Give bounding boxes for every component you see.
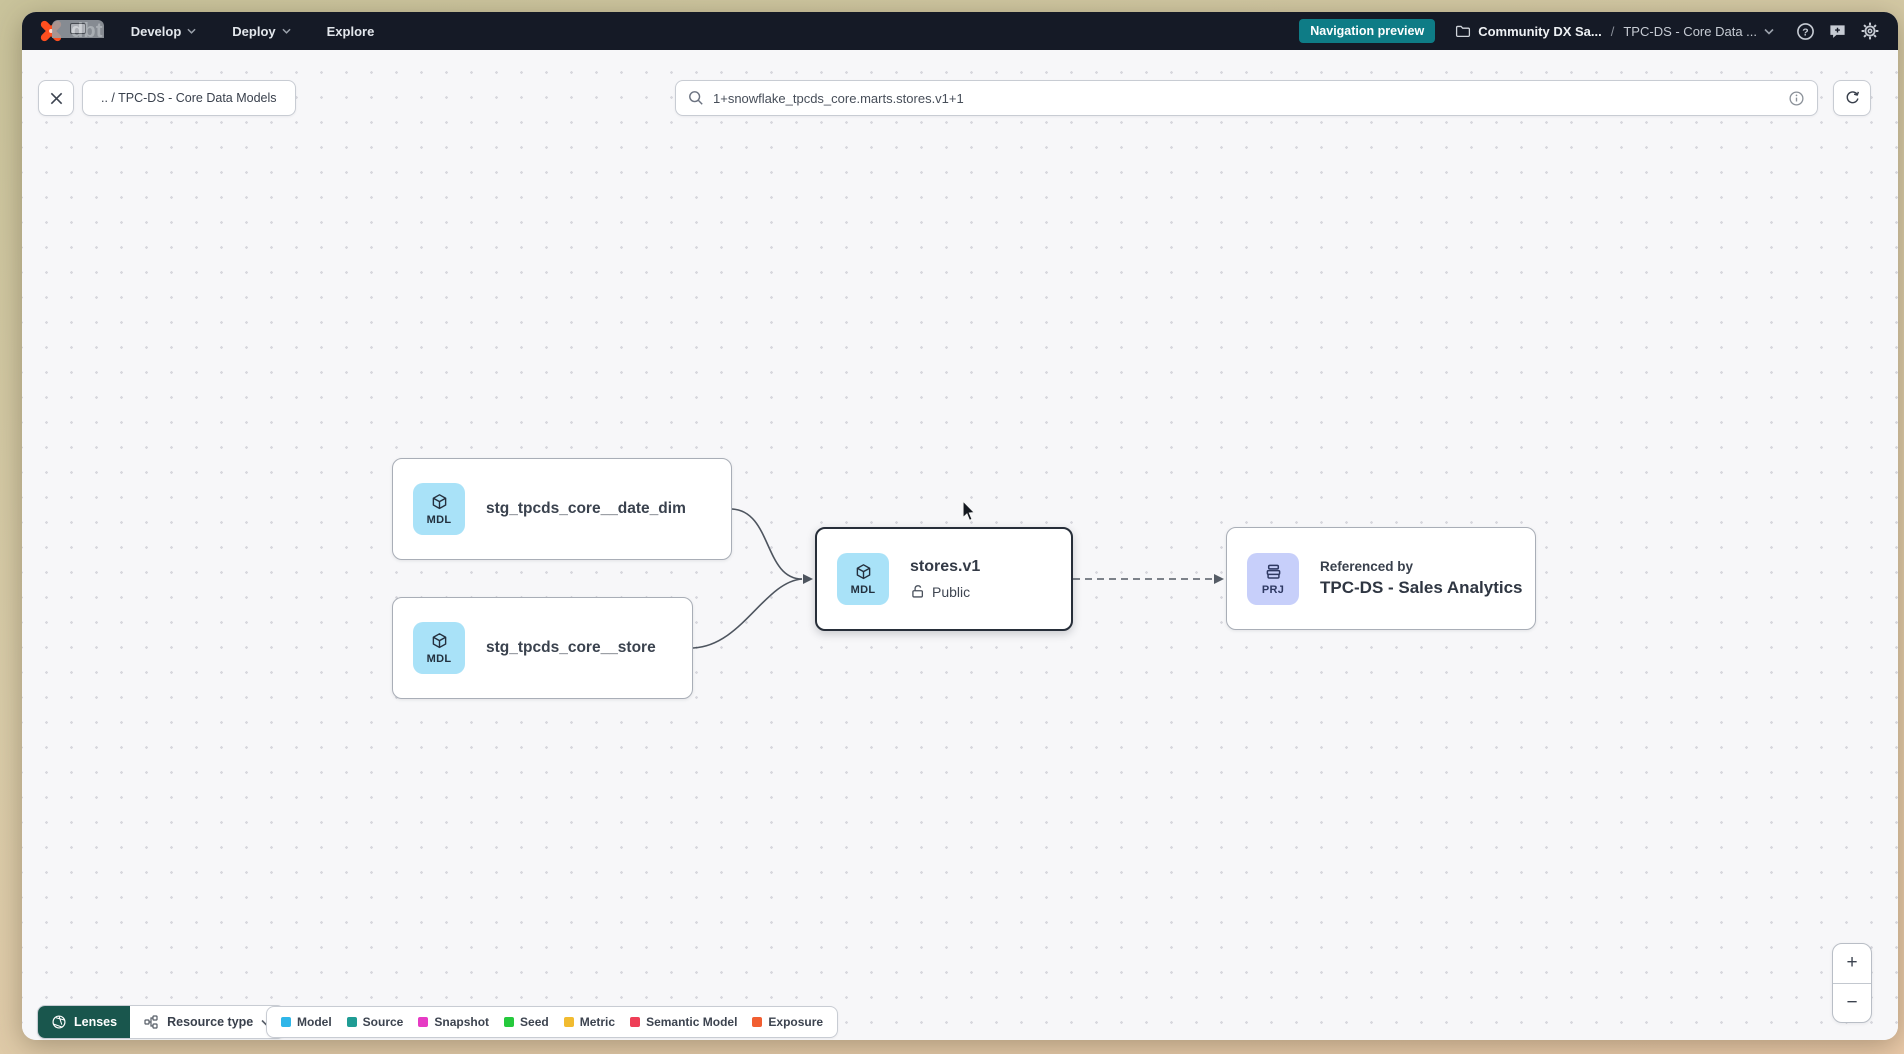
- resource-type-dropdown[interactable]: Resource type: [130, 1006, 285, 1038]
- legend-item-model: Model: [281, 1015, 332, 1029]
- access-row: Public: [910, 583, 980, 600]
- resource-type-legend: Model Source Snapshot Seed Metric Semant…: [266, 1006, 839, 1038]
- breadcrumb-account[interactable]: Community DX Sa...: [1478, 23, 1602, 39]
- node-label: stg_tpcds_core__store: [486, 639, 656, 656]
- refresh-lineage-button[interactable]: [1833, 80, 1871, 116]
- legend-label: Metric: [579, 1015, 616, 1029]
- node-label: stores.v1: [910, 558, 981, 575]
- lenses-button[interactable]: Lenses: [38, 1006, 131, 1038]
- selector-value: 1+snowflake_tpcds_core.marts.stores.v1+1: [713, 90, 964, 106]
- node-referenced-by-project[interactable]: PRJ Referenced by TPC-DS - Sales Analyti…: [1226, 527, 1536, 630]
- legend-item-snapshot: Snapshot: [418, 1015, 489, 1029]
- legend-label: Model: [297, 1015, 332, 1029]
- lineage-canvas[interactable]: .. / TPC-DS - Core Data Models 1+snowfla…: [22, 50, 1898, 1040]
- lineage-selector-input[interactable]: 1+snowflake_tpcds_core.marts.stores.v1+1: [675, 80, 1818, 116]
- nav-explore-label: Explore: [326, 23, 375, 39]
- legend-item-semantic-model: Semantic Model: [630, 1015, 737, 1029]
- topnav-right: Navigation preview Community DX Sa... / …: [1299, 19, 1880, 43]
- legend-item-metric: Metric: [563, 1015, 616, 1029]
- main-menu: Develop Deploy Explore: [131, 24, 375, 39]
- chevron-down-icon: [282, 28, 291, 34]
- breadcrumb[interactable]: Community DX Sa... / TPC-DS - Core Data …: [1455, 24, 1774, 39]
- browser-tab-artifact: [52, 20, 104, 38]
- open-lock-icon: [912, 585, 924, 598]
- zoom-divider: [1833, 982, 1871, 984]
- search-icon: [689, 91, 703, 105]
- zoom-controls: + −: [1832, 943, 1872, 1023]
- resource-type-icon: [144, 1015, 158, 1029]
- chevron-down-icon: [187, 28, 196, 34]
- lenses-aperture-icon: [52, 1015, 66, 1029]
- lineage-breadcrumb-label: .. / TPC-DS - Core Data Models: [101, 91, 277, 105]
- selector-info[interactable]: [1788, 90, 1805, 107]
- legend-label: Semantic Model: [646, 1015, 738, 1029]
- legend-item-source: Source: [346, 1015, 404, 1029]
- help-icon[interactable]: ?: [1796, 22, 1815, 41]
- project-badge: PRJ: [1247, 552, 1299, 605]
- nav-develop-label: Develop: [130, 23, 182, 39]
- lineage-breadcrumb-chip[interactable]: .. / TPC-DS - Core Data Models: [82, 80, 296, 116]
- legend-item-exposure: Exposure: [752, 1015, 823, 1029]
- nav-explore[interactable]: Explore: [327, 24, 375, 39]
- archive-icon: [1266, 564, 1280, 579]
- legend-label: Exposure: [768, 1015, 824, 1029]
- legend-swatch: [418, 1017, 429, 1027]
- badge-label: MDL: [426, 514, 452, 526]
- access-label: Public: [932, 583, 971, 600]
- legend-swatch: [504, 1017, 515, 1027]
- legend-swatch: [281, 1017, 291, 1027]
- nav-deploy-label: Deploy: [232, 23, 276, 39]
- model-badge: MDL: [837, 553, 889, 605]
- node-stg-tpcds-core-date-dim[interactable]: MDL stg_tpcds_core__date_dim: [392, 458, 732, 560]
- legend-swatch: [563, 1017, 574, 1027]
- node-stg-tpcds-core-store[interactable]: MDL stg_tpcds_core__store: [392, 597, 693, 699]
- legend-swatch: [752, 1017, 763, 1027]
- arrowhead-icon: [1214, 574, 1224, 584]
- chevron-down-icon[interactable]: [1764, 28, 1774, 35]
- node-label: TPC-DS - Sales Analytics: [1320, 578, 1523, 597]
- tab-mini-icon: [70, 23, 86, 34]
- badge-label: MDL: [426, 653, 452, 665]
- model-badge: MDL: [413, 483, 465, 535]
- breadcrumb-project[interactable]: TPC-DS - Core Data ...: [1623, 23, 1757, 39]
- zoom-in-button[interactable]: +: [1833, 944, 1871, 983]
- resource-type-label: Resource type: [167, 1015, 254, 1029]
- close-icon: [50, 92, 62, 104]
- legend-label: Snapshot: [434, 1015, 490, 1029]
- node-stores-v1[interactable]: MDL stores.v1 Public: [815, 527, 1073, 631]
- zoom-out-button[interactable]: −: [1833, 984, 1871, 1023]
- model-badge: MDL: [413, 622, 465, 674]
- legend-label: Seed: [520, 1015, 549, 1029]
- mouse-cursor: [962, 500, 976, 522]
- settings-gear-icon[interactable]: [1860, 21, 1880, 41]
- lenses-label: Lenses: [74, 1015, 118, 1029]
- close-lineage-button[interactable]: [38, 80, 74, 116]
- feedback-icon[interactable]: [1828, 22, 1847, 41]
- legend-swatch: [630, 1017, 641, 1027]
- breadcrumb-separator: /: [1610, 23, 1615, 39]
- node-label: stg_tpcds_core__date_dim: [486, 500, 686, 517]
- nav-deploy[interactable]: Deploy: [232, 23, 291, 39]
- legend-label: Source: [362, 1015, 404, 1029]
- legend-item-seed: Seed: [504, 1015, 549, 1029]
- referenced-by-label: Referenced by: [1320, 559, 1414, 574]
- canvas-controls-group: Lenses Resource type: [37, 1005, 286, 1039]
- badge-label: MDL: [850, 584, 876, 596]
- legend-swatch: [346, 1017, 357, 1027]
- topnav-icon-group: ?: [1796, 21, 1880, 41]
- refresh-icon: [1846, 90, 1859, 103]
- arrowhead-icon: [803, 574, 813, 584]
- cube-icon: [432, 494, 446, 510]
- folder-icon: [1456, 25, 1471, 37]
- badge-label: PRJ: [1261, 583, 1285, 596]
- nav-develop[interactable]: Develop: [131, 24, 197, 39]
- navigation-preview-badge[interactable]: Navigation preview: [1299, 19, 1436, 43]
- cube-icon: [856, 564, 870, 580]
- top-navigation-bar: dbt Develop Deploy Explore Navigation pr…: [22, 12, 1898, 50]
- app-window: dbt Develop Deploy Explore Navigation pr…: [22, 12, 1898, 1040]
- cube-icon: [432, 633, 446, 649]
- info-icon: [1789, 90, 1804, 106]
- svg-text:?: ?: [1802, 27, 1808, 38]
